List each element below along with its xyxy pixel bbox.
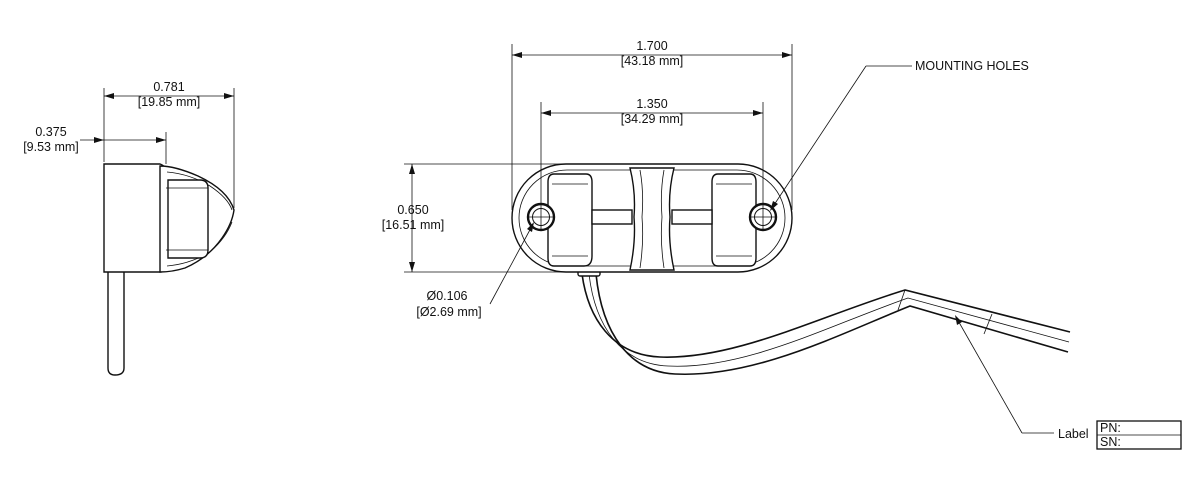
side-depth-in: 0.375 [35, 125, 66, 139]
front-view: 1.700 [43.18 mm] 1.350 [34.29 mm] 0.650 … [382, 39, 1089, 441]
overall-length-mm: [43.18 mm] [621, 54, 684, 68]
mounting-hole-right [748, 202, 778, 232]
mounting-holes-callout: MOUNTING HOLES [915, 59, 1029, 73]
side-housing [103, 163, 167, 273]
height-in: 0.650 [397, 203, 428, 217]
bridge-left [591, 209, 633, 225]
hole-diameter-mm: [Ø2.69 mm] [416, 305, 481, 319]
overall-length-in: 1.700 [636, 39, 667, 53]
lens-right [711, 173, 757, 267]
hole-spacing-mm: [34.29 mm] [621, 112, 684, 126]
label-pn: PN: [1100, 421, 1121, 435]
bridge-right [671, 209, 713, 225]
lens-left [547, 173, 593, 267]
side-depth-mm: [9.53 mm] [23, 140, 79, 154]
side-lens-inner [167, 179, 209, 259]
height-mm: [16.51 mm] [382, 218, 445, 232]
label-sn: SN: [1100, 435, 1121, 449]
label-callout: Label [1058, 427, 1089, 441]
center-block [629, 167, 675, 271]
side-view: 0.781 [19.85 mm] 0.375 [9.53 mm] [23, 80, 235, 376]
side-width-in: 0.781 [153, 80, 184, 94]
side-cable [107, 269, 125, 376]
side-width-mm: [19.85 mm] [138, 95, 201, 109]
hole-spacing-in: 1.350 [636, 97, 667, 111]
hole-diameter-in: Ø0.106 [426, 289, 467, 303]
label-box: PN: SN: [1096, 420, 1182, 450]
front-cable [581, 273, 1071, 376]
